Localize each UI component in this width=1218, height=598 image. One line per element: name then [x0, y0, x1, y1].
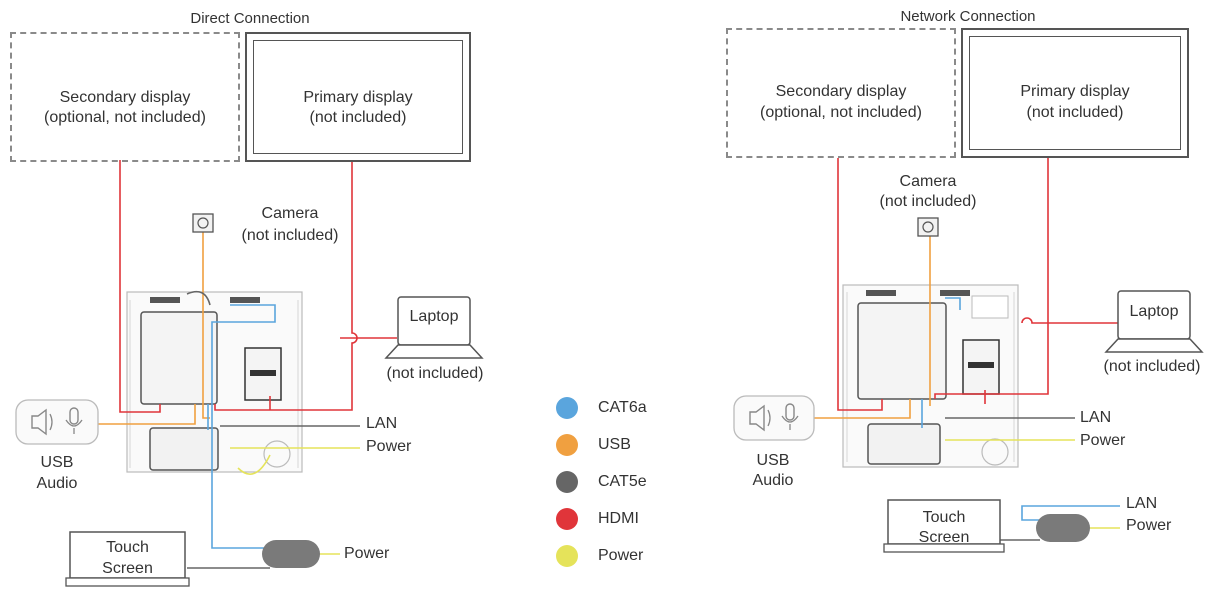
legend-label: Power	[598, 547, 644, 564]
legend-swatch	[556, 397, 578, 419]
touch-screen-device	[65, 531, 190, 587]
lan-label: LAN	[1080, 409, 1112, 426]
power-label: Power	[366, 438, 412, 455]
laptop-icon	[384, 296, 484, 359]
laptop-note: (not included)	[386, 365, 484, 382]
direct-connection-title: Direct Connection	[190, 10, 310, 27]
touch-screen-label: Touch	[106, 539, 149, 556]
secondary-display-note: (optional, not included)	[44, 109, 206, 126]
legend-item-cat5e: CAT5e	[556, 471, 696, 497]
legend-label: HDMI	[598, 510, 639, 527]
compute-unit-direct	[140, 311, 218, 405]
primary-display-note: (not included)	[1026, 104, 1124, 121]
camera-icon	[192, 213, 214, 233]
usb-audio-label-2: Audio	[36, 475, 78, 492]
primary-display-label: Primary display	[303, 89, 413, 106]
power-injector	[1036, 514, 1090, 542]
legend-swatch	[556, 434, 578, 456]
camera-label: Camera	[899, 173, 957, 190]
camera-icon	[917, 217, 939, 237]
primary-display-direct	[245, 32, 471, 162]
lan-label: LAN	[366, 415, 398, 432]
laptop-note: (not included)	[1103, 358, 1201, 375]
secondary-display-note: (optional, not included)	[760, 104, 922, 121]
usb-audio-label: USB	[40, 454, 74, 471]
primary-display-network	[961, 28, 1189, 158]
legend-label: CAT6a	[598, 399, 647, 416]
power-label: Power	[1080, 432, 1126, 449]
secondary-display-label: Secondary display	[59, 89, 191, 106]
primary-display-note: (not included)	[309, 109, 407, 126]
usb-audio-label-2: Audio	[752, 472, 794, 489]
usb-audio-label: USB	[756, 452, 790, 469]
legend-label: USB	[598, 436, 631, 453]
secondary-display-network	[726, 28, 956, 158]
camera-label: Camera	[261, 205, 319, 222]
touch-screen-device	[883, 499, 1005, 553]
network-connection-title: Network Connection	[900, 8, 1036, 25]
laptop-label: Laptop	[409, 308, 459, 325]
legend-item-hdmi: HDMI	[556, 508, 696, 534]
laptop-icon	[1104, 290, 1204, 353]
legend-item-cat6a: CAT6a	[556, 397, 696, 423]
usb-audio-icon	[15, 399, 99, 445]
power-injector	[262, 540, 320, 568]
camera-note: (not included)	[879, 193, 977, 210]
compute-unit-network	[857, 302, 947, 400]
touch-screen-label: Touch	[922, 509, 966, 526]
secondary-display-label: Secondary display	[775, 83, 907, 100]
secondary-display-direct	[10, 32, 240, 162]
touch-screen-label-2: Screen	[918, 529, 970, 546]
touch-power-label: Power	[344, 545, 390, 562]
legend-item-usb: USB	[556, 434, 696, 460]
camera-note: (not included)	[241, 227, 339, 244]
touch-power-label: Power	[1126, 517, 1172, 534]
usb-audio-icon	[733, 395, 815, 441]
legend-item-power: Power	[556, 545, 696, 571]
primary-display-label: Primary display	[1020, 83, 1130, 100]
legend-swatch	[556, 545, 578, 567]
legend-label: CAT5e	[598, 473, 647, 490]
laptop-label: Laptop	[1129, 303, 1179, 320]
legend-swatch	[556, 508, 578, 530]
touch-screen-label-2: Screen	[102, 560, 153, 577]
touch-lan-label: LAN	[1126, 495, 1158, 512]
legend-swatch	[556, 471, 578, 493]
